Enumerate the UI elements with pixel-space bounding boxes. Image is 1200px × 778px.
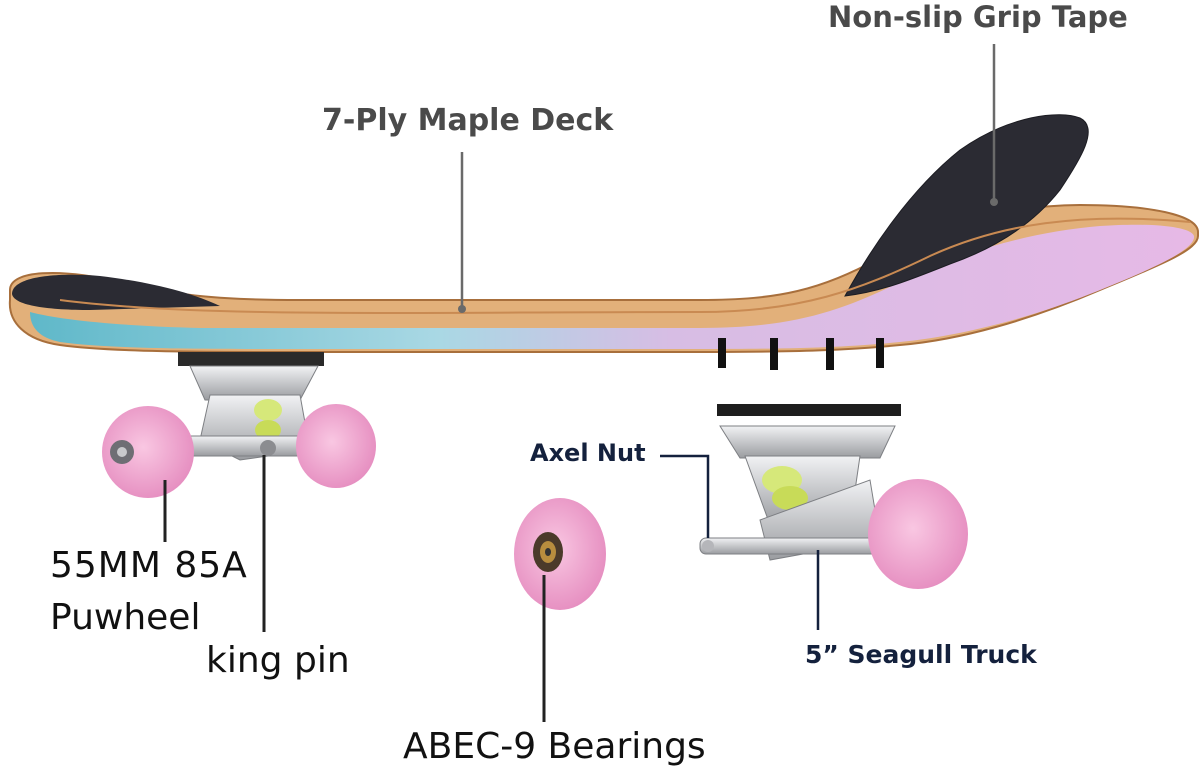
ply-line [59, 217, 1191, 314]
mounting-bolts [718, 338, 884, 370]
king-pin-head [260, 440, 276, 456]
left-truck [149, 352, 324, 461]
label-seagull-truck: 5” Seagull Truck [805, 640, 1037, 669]
wheel-right [868, 479, 968, 589]
riser-pad [178, 352, 324, 366]
label-wheel-size: 55MM 85A [50, 545, 248, 586]
leader-lines [460, 44, 996, 308]
label-grip-tape: Non-slip Grip Tape [828, 0, 1128, 34]
wheel-left-back [296, 404, 376, 488]
label-king-pin: king pin [206, 640, 350, 681]
label-wheel-type: Puwheel [50, 597, 201, 638]
wheel-left-front [102, 406, 194, 498]
deck [8, 114, 1199, 353]
riser-pad-right [717, 404, 901, 416]
deck-bottom-graphic [30, 224, 1195, 349]
label-maple-deck: 7-Ply Maple Deck [322, 103, 614, 138]
axel-nut [702, 540, 714, 552]
label-axel-nut: Axel Nut [530, 439, 646, 467]
grip-tape-nose [844, 114, 1089, 297]
leader-axel-nut [660, 454, 710, 538]
bushing [254, 399, 282, 421]
label-bearings: ABEC-9 Bearings [403, 726, 706, 767]
right-truck [699, 425, 901, 561]
